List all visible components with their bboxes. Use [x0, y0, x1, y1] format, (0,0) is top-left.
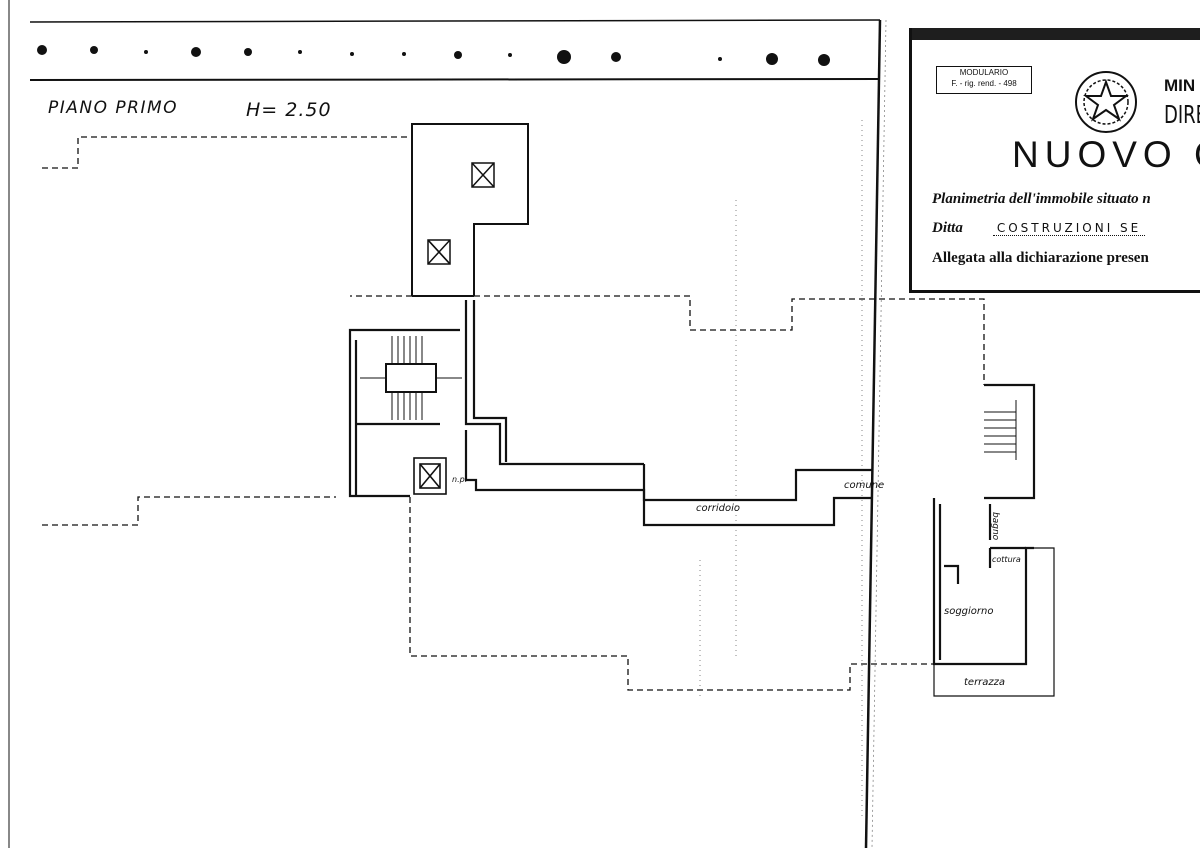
ministry-name: MIN: [1164, 76, 1196, 95]
modulario-label: MODULARIO: [959, 68, 1009, 77]
plan-height: H= 2.50: [246, 99, 332, 121]
binder-hole-icon: [508, 53, 512, 57]
ditta-value: COSTRUZIONI SE: [992, 221, 1146, 236]
apartment-walls: [932, 383, 1036, 666]
binder-hole-icon: [298, 50, 302, 54]
central-dashed-block: [474, 295, 985, 385]
elevator-shaft-icon: [413, 457, 447, 495]
allegata-line: Allegata alla dichiarazione presen: [932, 250, 1149, 266]
direzione-name: DIRE: [1164, 100, 1200, 129]
stamp-header-bar: [912, 28, 1200, 40]
neighbour-outline-bottom: [42, 496, 934, 691]
binder-hole-icon: [402, 52, 406, 56]
planimetria-line: Planimetria dell'immobile situato n: [932, 191, 1151, 207]
room-label-corridoio: corridoio: [696, 503, 740, 514]
neighbour-outline-top: [42, 136, 413, 297]
binder-hole-icon: [611, 52, 621, 62]
room-label-terrazza: terrazza: [964, 677, 1006, 688]
binder-hole-icon: [244, 48, 252, 56]
sheet-joint-shadow: [871, 19, 887, 848]
binder-hole-icon: [454, 51, 462, 59]
cadastral-stamp: MODULARIO F. - rig. rend. - 498 MIN DIRE…: [909, 28, 1200, 293]
binder-holes: [37, 45, 1039, 67]
room-label-bagno: bagno: [990, 512, 1000, 541]
stamp-title: NUOVO C: [1012, 134, 1200, 175]
room-label-np: n.p.: [452, 475, 468, 484]
binder-hole-icon: [718, 57, 722, 61]
stair-tower: [411, 123, 529, 297]
terrace-outline: [933, 547, 1055, 697]
ditta-line: Ditta COSTRUZIONI SE: [932, 220, 1146, 237]
binder-hole-icon: [191, 47, 201, 57]
top-border-line: [29, 19, 881, 23]
binder-hole-icon: [90, 46, 98, 54]
elevator-shaft-icon: [427, 162, 495, 265]
staircase-icon: [360, 336, 462, 420]
plan-title: PIANO PRIMO: [48, 98, 179, 118]
binder-hole-icon: [766, 53, 778, 65]
modulario-box: MODULARIO F. - rig. rend. - 498: [936, 66, 1032, 94]
common-block-walls: [348, 300, 872, 527]
binder-hole-icon: [144, 50, 148, 54]
room-label-comune: comune: [844, 480, 885, 491]
binder-hole-icon: [557, 50, 571, 64]
room-label-cottura: cottura: [992, 555, 1021, 564]
binder-hole-icon: [818, 54, 830, 66]
binder-hole-icon: [350, 52, 354, 56]
modulario-code: F. - rig. rend. - 498: [951, 79, 1017, 88]
apartment-staircase-icon: [984, 400, 1017, 460]
header-rule: [29, 78, 881, 81]
ditta-label: Ditta: [932, 220, 963, 236]
room-label-soggiorno: soggiorno: [944, 606, 994, 617]
binder-hole-icon: [37, 45, 47, 55]
sheet-joint-line: [864, 19, 882, 848]
state-emblem-icon: [1075, 71, 1137, 133]
